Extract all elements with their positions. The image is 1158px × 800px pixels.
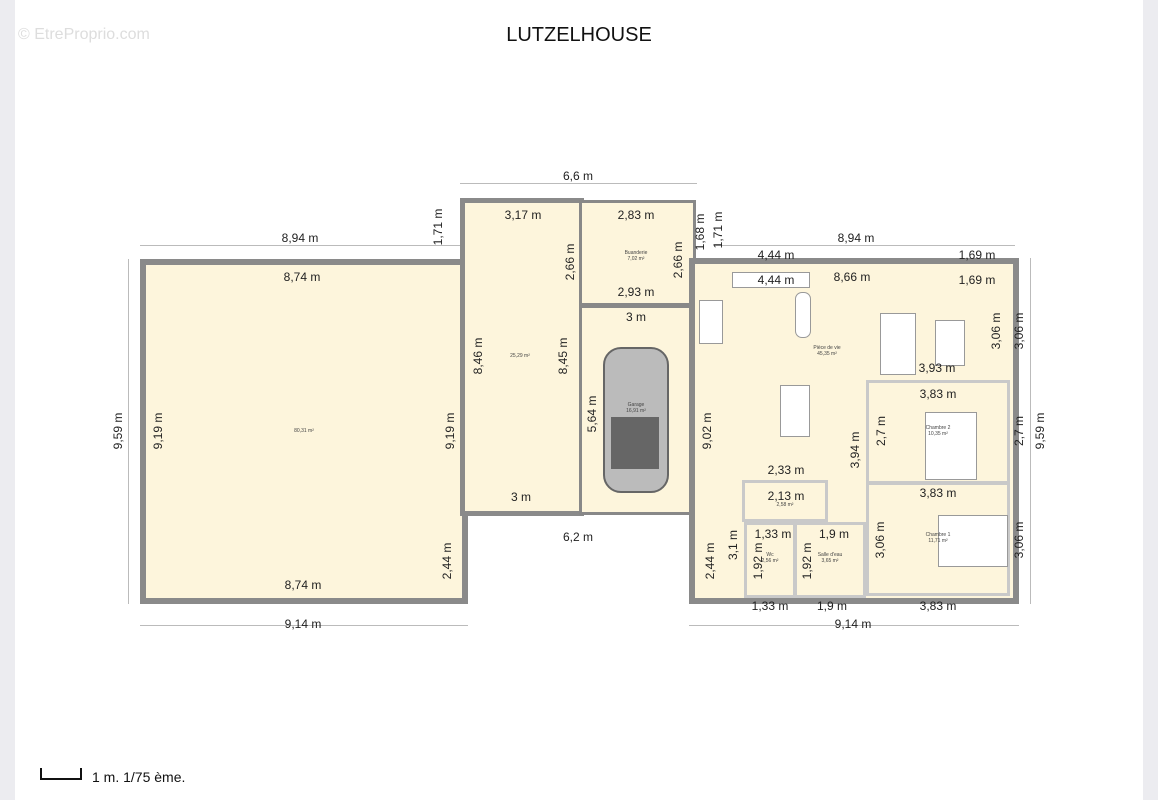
- dimension-label: 1,33 m: [751, 599, 789, 613]
- room-area: 80,31 m²: [294, 428, 314, 434]
- armchair: [935, 320, 965, 366]
- dimension-label: 3,94 m: [848, 431, 862, 469]
- dimension-label: 2,66 m: [671, 241, 685, 279]
- room-name: Garage: [627, 402, 645, 408]
- dimension-label: 3,83 m: [919, 486, 957, 500]
- dimension-label: 2,44 m: [440, 542, 454, 580]
- dimension-label: 8,94 m: [837, 231, 875, 245]
- dining-table: [780, 385, 810, 437]
- dimension-label: 1,9 m: [818, 527, 850, 541]
- dimension-label: 3 m: [625, 310, 647, 324]
- room-name: Chambre 1: [925, 532, 951, 538]
- dimension-label: 3,93 m: [918, 361, 956, 375]
- scale-bar: [40, 768, 82, 780]
- room-area: 45,35 m²: [817, 351, 837, 357]
- room-buanderie: [579, 200, 696, 306]
- dimension-label: 9,19 m: [443, 412, 457, 450]
- dimension-label: 6,2 m: [562, 530, 594, 544]
- room-area: 2,56 m²: [761, 558, 779, 564]
- dimension-label: 3,06 m: [1012, 521, 1026, 559]
- dim-line: [128, 259, 129, 604]
- room-name: Chambre 2: [925, 425, 951, 431]
- dimension-label: 2,44 m: [703, 542, 717, 580]
- dimension-label: 8,74 m: [283, 270, 321, 284]
- plan-title: LUTZELHOUSE: [506, 24, 652, 46]
- kitchen-counter: [732, 272, 810, 288]
- bed-chambre2: [925, 412, 977, 480]
- dimension-label: 2,93 m: [617, 285, 655, 299]
- room-area: 10,35 m²: [928, 431, 948, 437]
- room-area: 7,02 m²: [627, 256, 645, 262]
- dimension-label: 1,9 m: [816, 599, 848, 613]
- room-area: 3,65 m²: [821, 558, 839, 564]
- kitchen-island: [795, 292, 811, 338]
- room-area: 11,71 m²: [928, 538, 948, 544]
- dimension-label: 9,59 m: [1033, 412, 1047, 450]
- dimension-label: 5,64 m: [585, 395, 599, 433]
- dimension-label: 6,6 m: [562, 169, 594, 183]
- room-area: 2,58 m²: [776, 502, 794, 508]
- dimension-label: 3 m: [510, 490, 532, 504]
- dimension-label: 1,71 m: [711, 211, 725, 249]
- dimension-label: 3,83 m: [919, 387, 957, 401]
- room-name: Wc: [766, 552, 774, 558]
- dimension-label: 1,71 m: [431, 208, 445, 246]
- dimension-label: 2,7 m: [874, 415, 888, 447]
- car-icon: [603, 347, 669, 493]
- dimension-label: 9,02 m: [700, 412, 714, 450]
- room-couloir: [742, 480, 828, 522]
- room-area: 16,91 m²: [626, 408, 646, 414]
- dim-line: [140, 625, 468, 626]
- dimension-label: 2,66 m: [563, 243, 577, 281]
- dimension-label: 1,68 m: [693, 213, 707, 251]
- dimension-label: 2,7 m: [1012, 415, 1026, 447]
- dim-line: [140, 245, 460, 246]
- dimension-label: 3,1 m: [726, 529, 740, 561]
- dimension-label: 8,94 m: [281, 231, 319, 245]
- dimension-label: 9,14 m: [284, 617, 322, 631]
- scale-label: 1 m. 1/75 ème.: [92, 769, 186, 785]
- dimension-label: 9,19 m: [151, 412, 165, 450]
- dimension-label: 8,45 m: [556, 337, 570, 375]
- dimension-label: 1,33 m: [754, 527, 792, 541]
- dimension-label: 8,74 m: [284, 578, 322, 592]
- dim-line: [460, 183, 697, 184]
- dimension-label: 1,92 m: [800, 542, 814, 580]
- dimension-label: 9,59 m: [111, 412, 125, 450]
- sofa: [880, 313, 916, 375]
- fridge: [699, 300, 723, 344]
- dim-line: [1030, 258, 1031, 604]
- dimension-label: 3,83 m: [919, 599, 957, 613]
- dimension-label: 2,13 m: [767, 489, 805, 503]
- dimension-label: 8,46 m: [471, 337, 485, 375]
- room-name: Salle d'eau: [817, 552, 843, 558]
- dimension-label: 3,06 m: [1012, 312, 1026, 350]
- dimension-label: 4,44 m: [757, 273, 795, 287]
- watermark: © EtreProprio.com: [18, 26, 150, 43]
- dimension-label: 3,06 m: [873, 521, 887, 559]
- dim-line: [715, 245, 1015, 246]
- room-area: 25,29 m²: [510, 353, 530, 359]
- dimension-label: 8,66 m: [833, 270, 871, 284]
- room-left: [140, 259, 468, 604]
- dim-line: [689, 625, 1019, 626]
- room-salle-eau: [794, 522, 866, 598]
- dimension-label: 4,44 m: [757, 248, 795, 262]
- dimension-label: 1,92 m: [751, 542, 765, 580]
- dimension-label: 1,69 m: [958, 273, 996, 287]
- dimension-label: 3,17 m: [504, 208, 542, 222]
- dimension-label: 3,06 m: [989, 312, 1003, 350]
- dimension-label: 2,83 m: [617, 208, 655, 222]
- room-name: Buanderie: [624, 250, 648, 256]
- dimension-label: 9,14 m: [834, 617, 872, 631]
- dimension-label: 1,69 m: [958, 248, 996, 262]
- dimension-label: 2,33 m: [767, 463, 805, 477]
- room-name: Pièce de vie: [813, 345, 841, 351]
- bed-chambre1: [938, 515, 1008, 567]
